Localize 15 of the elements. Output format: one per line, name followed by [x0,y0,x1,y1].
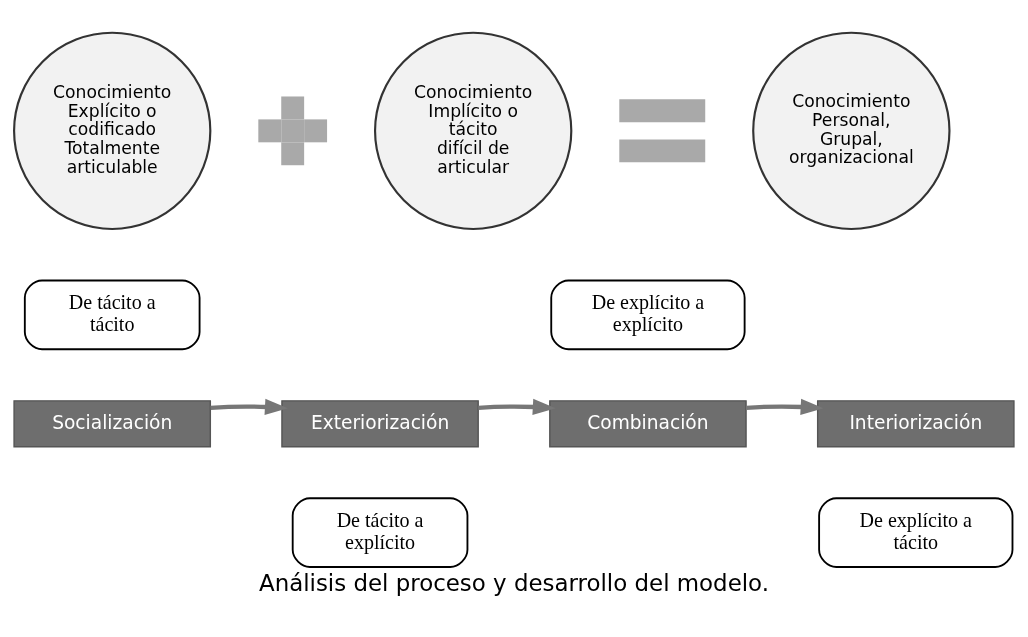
node-box: De explícito a explícito [550,279,746,351]
node-circle: Conocimiento Implícito o tácito difícil de articular [373,31,573,231]
node-box: Interiorización [816,400,1015,448]
node-circle: Conocimiento Explícito o codificado Totalmente articulable [13,31,212,231]
arrow [746,398,824,415]
arrow [210,398,288,415]
arrow [478,398,556,415]
node-box: De tácito a explícito [291,497,469,568]
node-box: Combinación [549,400,747,448]
node-box: Socialización [13,400,212,448]
node-circle: Conocimiento Personal, Grupal, organizacional [752,31,951,231]
node-box: De explícito a tácito [818,497,1014,568]
node-box: Exteriorización [281,400,479,448]
node-box: De tácito a tácito [23,279,201,351]
caption: Análisis del proceso y desarrollo del modelo. [258,570,770,597]
